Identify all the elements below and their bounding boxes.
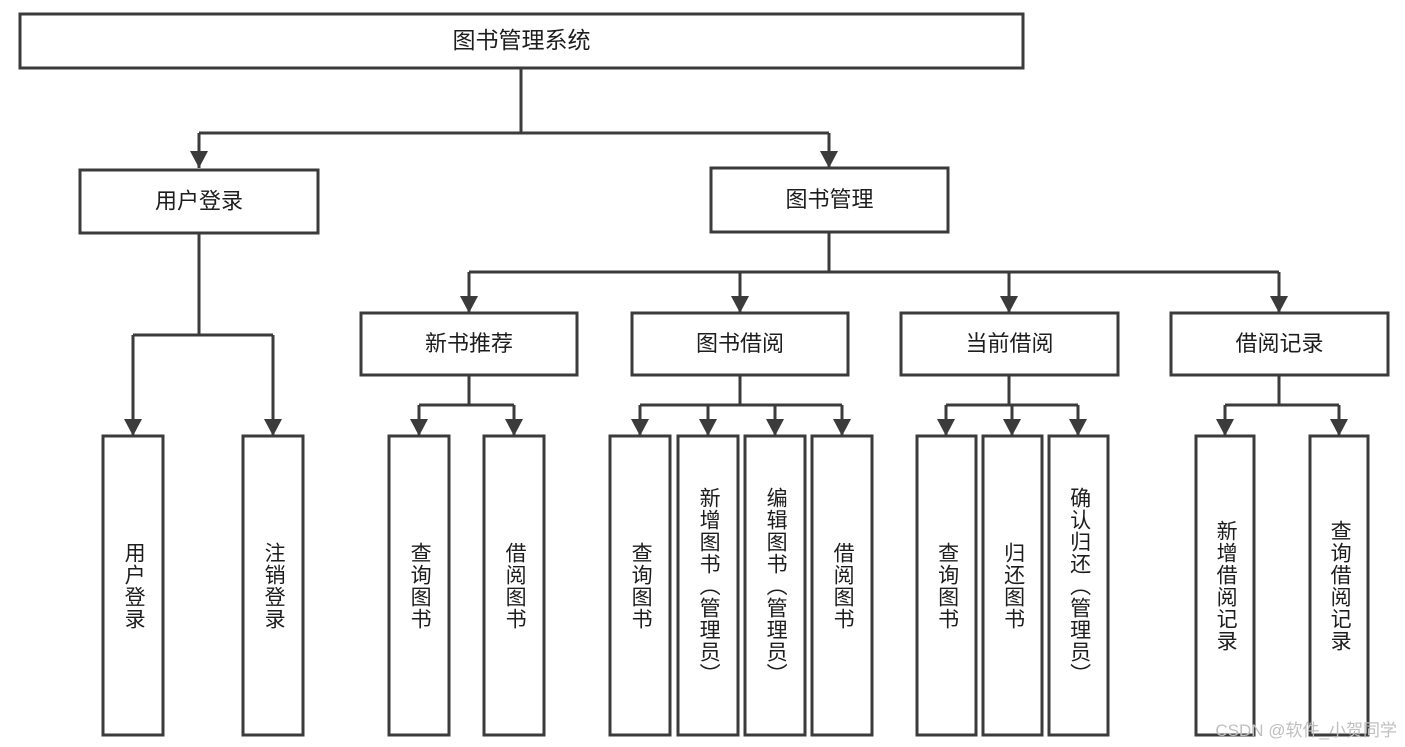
node-level2-1-label: 图书借阅 <box>696 331 784 356</box>
arrow-head-icon <box>1069 419 1087 436</box>
node-level2-0[interactable]: 新书推荐 <box>359 311 579 377</box>
node-leaf-10[interactable] <box>1047 434 1110 737</box>
arrow-head-icon <box>1000 296 1018 313</box>
node-level2-2-label: 当前借阅 <box>965 331 1053 356</box>
node-leaf-6[interactable] <box>743 434 807 737</box>
node-leaf-4-box[interactable] <box>608 434 672 737</box>
arrow-head-icon <box>937 419 955 436</box>
arrow-head-icon <box>820 151 838 168</box>
node-leaf-7-box[interactable] <box>810 434 874 737</box>
node-leaf-10-box[interactable] <box>1047 434 1110 737</box>
node-leaf-9-box[interactable] <box>981 434 1044 737</box>
arrow-head-icon <box>1216 419 1234 436</box>
node-leaf-3[interactable] <box>482 434 546 737</box>
node-level2-0-label: 新书推荐 <box>425 331 513 356</box>
connector-layer <box>124 68 1348 436</box>
arrow-head-icon <box>264 419 282 436</box>
node-level2-3[interactable]: 借阅记录 <box>1169 311 1390 377</box>
node-leaf-1-box[interactable] <box>241 434 305 737</box>
node-level1-0[interactable]: 用户登录 <box>78 168 320 235</box>
watermark: CSDN @软件_小贺同学 <box>1215 721 1397 740</box>
node-leaf-1[interactable] <box>241 434 305 737</box>
node-root-box[interactable] <box>18 12 1025 70</box>
arrow-head-icon <box>699 419 717 436</box>
node-leaf-3-box[interactable] <box>482 434 546 737</box>
arrow-head-icon <box>631 419 649 436</box>
node-level2-1-box[interactable] <box>630 311 850 377</box>
arrow-head-icon <box>124 419 142 436</box>
node-level2-3-label: 借阅记录 <box>1235 331 1323 356</box>
arrow-head-icon <box>731 296 749 313</box>
node-leaf-0[interactable] <box>101 434 165 737</box>
node-level2-2[interactable]: 当前借阅 <box>899 311 1120 377</box>
node-leaf-11[interactable] <box>1194 434 1256 737</box>
arrow-head-icon <box>505 419 523 436</box>
node-level1-0-label: 用户登录 <box>155 188 243 213</box>
node-leaf-2[interactable] <box>387 434 451 737</box>
node-leaf-12-box[interactable] <box>1308 434 1370 737</box>
node-root-label: 图书管理系统 <box>453 27 591 53</box>
node-leaf-6-box[interactable] <box>743 434 807 737</box>
node-level2-1[interactable]: 图书借阅 <box>630 311 850 377</box>
node-leaf-12[interactable] <box>1308 434 1370 737</box>
node-leaf-4[interactable] <box>608 434 672 737</box>
arrow-head-icon <box>410 419 428 436</box>
node-leaf-5[interactable] <box>676 434 740 737</box>
node-level1-1[interactable]: 图书管理 <box>709 166 950 234</box>
node-level2-2-box[interactable] <box>899 311 1120 377</box>
node-leaf-11-box[interactable] <box>1194 434 1256 737</box>
arrow-head-icon <box>1003 419 1021 436</box>
arrow-head-icon <box>833 419 851 436</box>
node-leaf-8[interactable] <box>915 434 978 737</box>
node-leaf-2-box[interactable] <box>387 434 451 737</box>
node-leaf-5-box[interactable] <box>676 434 740 737</box>
node-leaf-9[interactable] <box>981 434 1044 737</box>
arrow-head-icon <box>190 151 208 168</box>
node-level2-0-box[interactable] <box>359 311 579 377</box>
arrow-head-icon <box>460 296 478 313</box>
node-level2-3-box[interactable] <box>1169 311 1390 377</box>
node-level1-0-box[interactable] <box>78 168 320 235</box>
arrow-head-icon <box>1270 296 1288 313</box>
node-level1-1-label: 图书管理 <box>785 187 873 212</box>
node-root[interactable]: 图书管理系统 <box>18 12 1025 70</box>
node-leaf-0-box[interactable] <box>101 434 165 737</box>
node-leaf-8-box[interactable] <box>915 434 978 737</box>
node-level1-1-box[interactable] <box>709 166 950 234</box>
node-leaf-7[interactable] <box>810 434 874 737</box>
arrow-head-icon <box>1330 419 1348 436</box>
arrow-head-icon <box>766 419 784 436</box>
